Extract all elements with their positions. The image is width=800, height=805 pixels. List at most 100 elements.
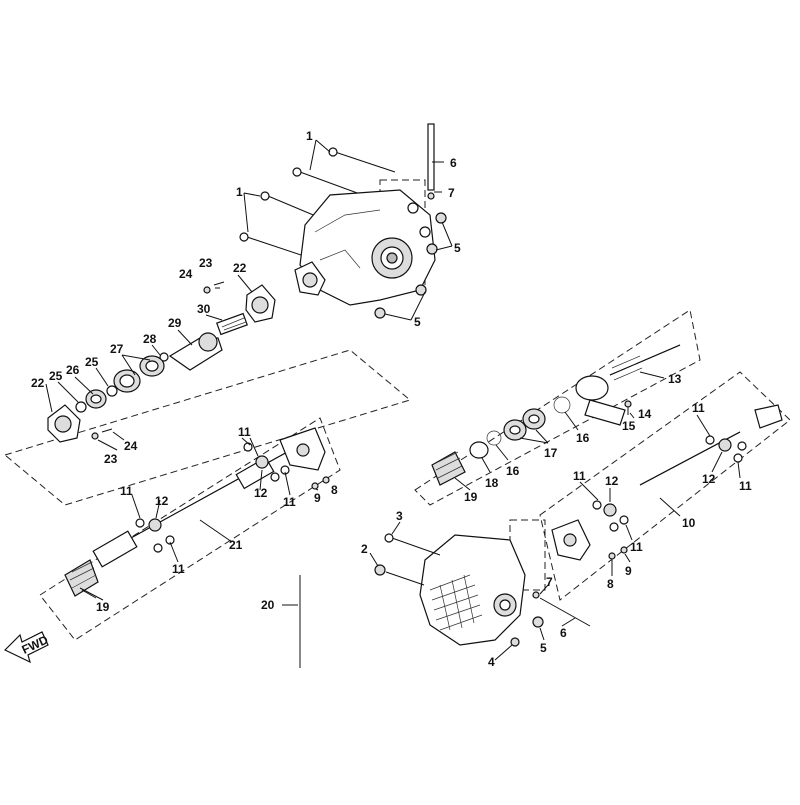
callout-11c: 11 bbox=[120, 484, 133, 498]
seal-18 bbox=[469, 441, 489, 459]
callout-12b: 12 bbox=[155, 494, 169, 508]
callout-6a: 6 bbox=[450, 156, 457, 170]
bolt-4 bbox=[510, 637, 520, 647]
screw-23-24-upper bbox=[203, 281, 225, 294]
splined-shaft bbox=[216, 312, 248, 336]
callout-2: 2 bbox=[361, 542, 368, 556]
yoke-flange-upper bbox=[279, 427, 326, 471]
yoke-flange-rear bbox=[551, 519, 591, 561]
callout-8a: 8 bbox=[331, 483, 338, 497]
callout-29: 29 bbox=[168, 316, 182, 330]
u-joint-rear-lower bbox=[592, 500, 629, 532]
boot-rear bbox=[431, 451, 466, 486]
snap-ring-16a bbox=[553, 396, 571, 414]
callout-21: 21 bbox=[229, 538, 243, 552]
callout-4: 4 bbox=[488, 655, 495, 669]
rear-gearcase-outline bbox=[509, 519, 546, 591]
callout-24b: 24 bbox=[124, 439, 138, 453]
bolt-14-15 bbox=[624, 400, 632, 415]
callout-12d: 12 bbox=[605, 474, 619, 488]
bolt-2 bbox=[374, 564, 425, 586]
callout-12c: 12 bbox=[702, 472, 716, 486]
bolt-9-8-front bbox=[311, 476, 330, 490]
callout-18: 18 bbox=[485, 476, 499, 490]
u-joint-lower bbox=[135, 518, 175, 553]
callout-20: 20 bbox=[261, 598, 275, 612]
callout-11h: 11 bbox=[630, 540, 643, 554]
rear-shaft-assembly-outline bbox=[414, 309, 701, 506]
bolt-3 bbox=[384, 533, 441, 556]
snap-ring-16b bbox=[486, 430, 502, 446]
snap-ring-25b bbox=[75, 401, 87, 413]
fwd-arrow-icon bbox=[3, 631, 49, 664]
callout-22b: 22 bbox=[31, 376, 45, 390]
rear-splined-shaft bbox=[609, 344, 681, 381]
coupler-flange-lower bbox=[47, 404, 81, 443]
callouts: 1 1 6 7 5 5 22 23 24 30 29 28 27 25 26 2… bbox=[31, 129, 752, 669]
callout-26: 26 bbox=[66, 363, 80, 377]
bearing-17 bbox=[503, 408, 546, 441]
callout-12a: 12 bbox=[254, 486, 268, 500]
callout-7a: 7 bbox=[448, 186, 455, 200]
callout-25b: 25 bbox=[49, 369, 63, 383]
callout-10: 10 bbox=[682, 516, 696, 530]
ring-25 bbox=[106, 385, 118, 397]
callout-1a: 1 bbox=[306, 129, 313, 143]
rear-driveshaft-outline bbox=[539, 371, 791, 601]
callout-15: 15 bbox=[622, 419, 636, 433]
rear-gearcase bbox=[419, 534, 526, 646]
callout-1b: 1 bbox=[236, 185, 243, 199]
callout-16a: 16 bbox=[576, 431, 590, 445]
callout-13: 13 bbox=[668, 372, 682, 386]
pin-upper bbox=[427, 123, 435, 200]
front-driveshaft-outline bbox=[39, 417, 341, 641]
callout-19a: 19 bbox=[96, 600, 110, 614]
u-joint-rear-upper bbox=[705, 435, 747, 463]
callout-7b: 7 bbox=[546, 575, 553, 589]
callout-16b: 16 bbox=[506, 464, 520, 478]
callout-11g: 11 bbox=[573, 469, 586, 483]
callout-28: 28 bbox=[143, 332, 157, 346]
callout-9b: 9 bbox=[625, 564, 632, 578]
callout-5a: 5 bbox=[454, 241, 461, 255]
front-input-flange bbox=[294, 261, 326, 296]
callout-6b: 6 bbox=[560, 626, 567, 640]
screw-23-24-lower bbox=[91, 428, 113, 440]
callout-5c: 5 bbox=[540, 641, 547, 655]
pinion-gear-shaft bbox=[168, 332, 223, 371]
callout-24a: 24 bbox=[179, 267, 193, 281]
carrier-bearing-support bbox=[575, 375, 626, 426]
boot-front bbox=[64, 559, 99, 597]
callout-11d: 11 bbox=[172, 562, 185, 576]
bolt-9-8-rear bbox=[608, 546, 628, 560]
bearing-27 bbox=[113, 355, 165, 393]
callout-30: 30 bbox=[197, 302, 211, 316]
callout-27: 27 bbox=[110, 342, 124, 356]
nut-set bbox=[374, 212, 447, 319]
pin-lower bbox=[532, 591, 591, 627]
callout-19b: 19 bbox=[464, 490, 478, 504]
callout-23a: 23 bbox=[199, 256, 213, 270]
fwd-label: FWD bbox=[20, 633, 51, 657]
nut-5-rear bbox=[532, 616, 544, 628]
callout-8b: 8 bbox=[607, 577, 614, 591]
callout-3: 3 bbox=[396, 509, 403, 523]
gear-26 bbox=[85, 389, 107, 409]
callout-11a: 11 bbox=[238, 425, 251, 439]
callout-25: 25 bbox=[85, 355, 99, 369]
callout-23b: 23 bbox=[104, 452, 118, 466]
callout-11f: 11 bbox=[739, 479, 752, 493]
washer-28 bbox=[159, 352, 169, 362]
callout-11e: 11 bbox=[692, 401, 705, 415]
front-driveshaft bbox=[92, 444, 301, 568]
callout-17: 17 bbox=[544, 446, 558, 460]
bolt-set-upper bbox=[292, 147, 396, 195]
callout-11b: 11 bbox=[283, 495, 296, 509]
leader-lines bbox=[45, 139, 741, 661]
callout-14: 14 bbox=[638, 407, 652, 421]
callout-5b: 5 bbox=[414, 315, 421, 329]
front-shaft-assembly-outline bbox=[3, 349, 412, 506]
callout-9a: 9 bbox=[314, 491, 321, 505]
